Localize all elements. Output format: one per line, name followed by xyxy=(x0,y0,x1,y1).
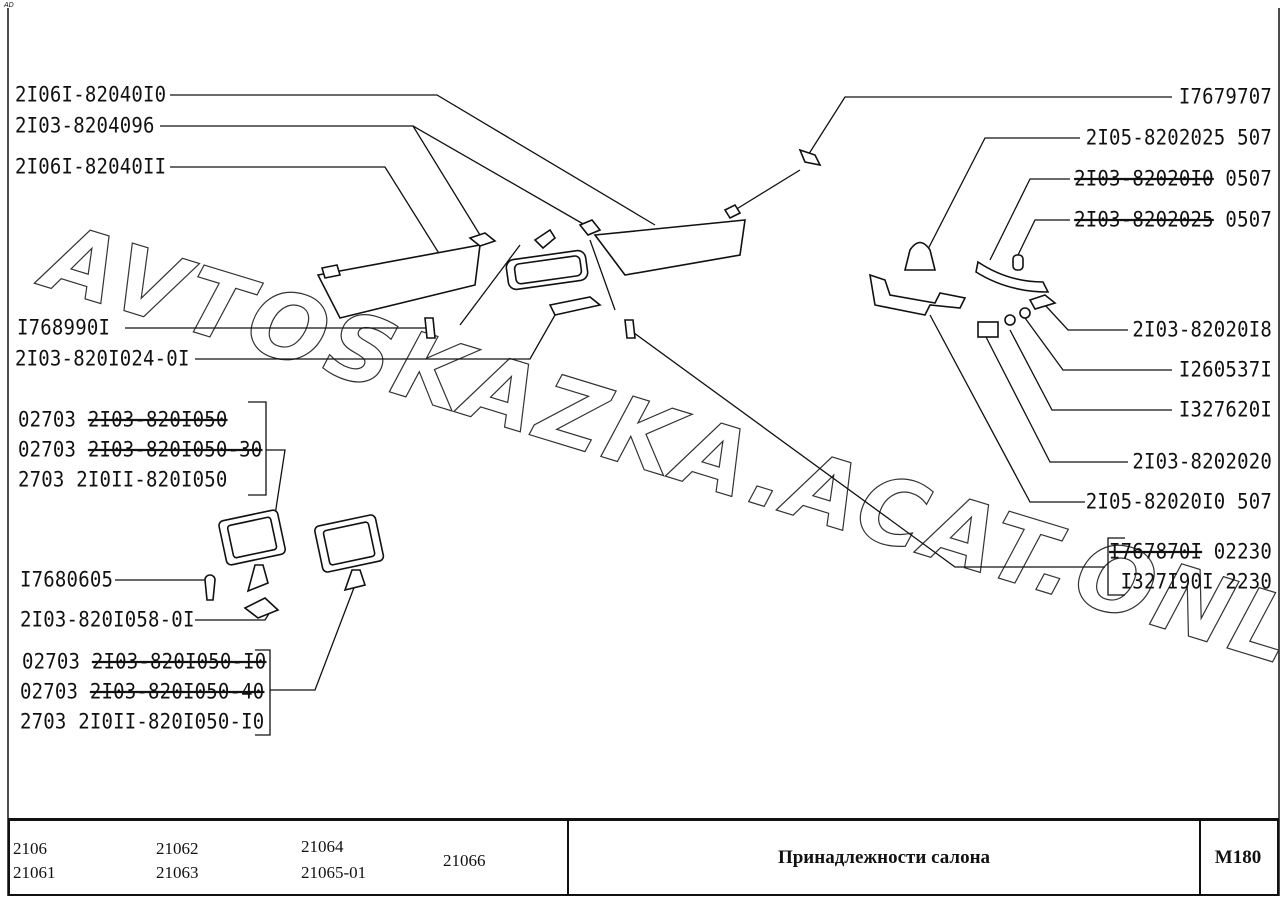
clip xyxy=(903,241,937,271)
mirror-mount xyxy=(533,228,557,250)
model-code: 21066 xyxy=(443,851,486,870)
part-number: I327620I xyxy=(1178,397,1272,423)
hook xyxy=(1012,254,1024,271)
lamp-bracket xyxy=(548,296,602,316)
part-label: 2I03-820I024-0I xyxy=(15,346,190,372)
part-suffix: 507 xyxy=(1225,125,1272,151)
mirror-stem-right xyxy=(343,569,367,592)
mirror-part-label: 02703 2I03-820I050-40 xyxy=(20,681,264,703)
mirror-part-label: 02703 2I03-820I050 xyxy=(18,409,228,431)
part-label: 2I03-8202020 xyxy=(1132,451,1272,473)
part-label: 2I05-82020I0 507 xyxy=(1086,491,1272,513)
quantity-code: 02703 xyxy=(20,679,90,705)
part-label: 2I05-8202025 507 xyxy=(1086,127,1272,149)
washer xyxy=(1004,314,1016,326)
quantity-code: 02703 xyxy=(22,649,92,675)
quantity-code: 02703 xyxy=(18,407,88,433)
part-label: 2I06I-82040II xyxy=(15,154,167,180)
part-number: 2I0II-820I050-I0 xyxy=(78,709,265,735)
mirror-gasket xyxy=(243,597,280,619)
screw-icon xyxy=(204,574,216,601)
part-label: 2I03-820I058-0I xyxy=(20,607,195,633)
sun-visor-left xyxy=(316,244,481,319)
visor-clip-right xyxy=(578,219,602,236)
screw-handle xyxy=(624,319,636,339)
quantity-code: 2703 xyxy=(18,467,77,493)
part-label: 2I03-8204096 xyxy=(15,113,155,139)
model-code: 2106 xyxy=(13,839,47,858)
mirror-part-label: 2703 2I0II-820I050 xyxy=(18,469,228,491)
superseded-part-number: I767870I xyxy=(1109,539,1203,565)
model-code: 21063 xyxy=(156,863,199,882)
visor-holder xyxy=(723,203,742,220)
mirror-part-label: 02703 2I03-820I050-30 xyxy=(18,439,262,461)
visor-hinge xyxy=(320,264,342,279)
superseded-part-number: 2I03-82020I0 xyxy=(1074,166,1214,192)
screw-visor xyxy=(424,317,436,339)
grab-handle-bracket xyxy=(868,273,967,316)
quantity-code: 02703 xyxy=(18,437,88,463)
washer xyxy=(1019,307,1031,319)
model-code: 21062 xyxy=(156,839,199,858)
superseded-part-number: 2I03-820I050-I0 xyxy=(91,649,267,675)
grab-handle xyxy=(975,260,1050,293)
part-number: 2I03-8202020 xyxy=(1132,449,1272,475)
part-suffix: 0507 xyxy=(1213,166,1272,192)
clip-block xyxy=(977,321,999,338)
part-label: I327620I xyxy=(1179,399,1272,421)
superseded-part-number: 2I03-820I050-30 xyxy=(87,437,263,463)
interior-mirror-glass xyxy=(513,255,583,285)
bracket-plate xyxy=(1028,294,1057,310)
part-label: I7680605 xyxy=(20,567,114,593)
part-number: 2I05-82020I0 xyxy=(1085,489,1226,515)
quantity-code: 2703 xyxy=(20,709,79,735)
superseded-part-number: 2I03-820I050-40 xyxy=(89,679,265,705)
part-suffix: 02230 xyxy=(1202,539,1272,565)
superseded-part-number: 2I03-8202025 xyxy=(1074,207,1214,233)
model-code: 21061 xyxy=(13,863,56,882)
part-number: I260537I xyxy=(1178,357,1272,383)
part-suffix: 507 xyxy=(1225,489,1272,515)
title-block: 2106 21061 21062 21063 21064 21065-01 21… xyxy=(8,818,1279,896)
part-number: 2I05-8202025 xyxy=(1085,125,1226,151)
part-number: 2I03-82020I8 xyxy=(1132,317,1272,343)
part-label: I768990I xyxy=(17,315,111,341)
section-code: M180 xyxy=(1214,846,1262,868)
part-label: 2I03-82020I8 xyxy=(1132,319,1272,341)
part-label: 2I03-82020I0 0507 xyxy=(1074,168,1272,190)
part-label: I767870I 02230 xyxy=(1109,541,1272,563)
sun-visor-right xyxy=(593,219,746,276)
part-number: I7679707 xyxy=(1178,84,1272,110)
part-suffix: 2230 xyxy=(1213,569,1272,595)
corner-tag: AD xyxy=(4,2,14,9)
superseded-part-number: 2I03-820I050 xyxy=(87,407,228,433)
part-number: I327I90I xyxy=(1120,569,1214,595)
model-code: 21064 xyxy=(301,837,344,856)
part-suffix: 0507 xyxy=(1213,207,1272,233)
exterior-mirror-left-glass xyxy=(226,516,278,559)
model-list: 2106 21061 21062 21063 21064 21065-01 21… xyxy=(10,821,567,894)
exterior-mirror-right-glass xyxy=(322,521,376,566)
part-label: I327I90I 2230 xyxy=(1121,571,1272,593)
mirror-stem-left xyxy=(246,564,269,593)
part-label: 2I06I-82040I0 xyxy=(15,82,167,108)
section-title: Принадлежности салона xyxy=(567,821,1201,894)
screw-top xyxy=(798,148,822,167)
model-code: 21065-01 xyxy=(301,863,367,882)
part-label: 2I03-8202025 0507 xyxy=(1074,209,1272,231)
mirror-part-label: 2703 2I0II-820I050-I0 xyxy=(20,711,264,733)
part-number: 2I0II-820I050 xyxy=(76,467,228,493)
mirror-part-label: 02703 2I03-820I050-I0 xyxy=(22,651,266,673)
part-label: I260537I xyxy=(1179,359,1272,381)
part-label: I7679707 xyxy=(1179,86,1272,108)
leader-lines xyxy=(115,94,1172,736)
visor-clip-left xyxy=(468,232,497,247)
